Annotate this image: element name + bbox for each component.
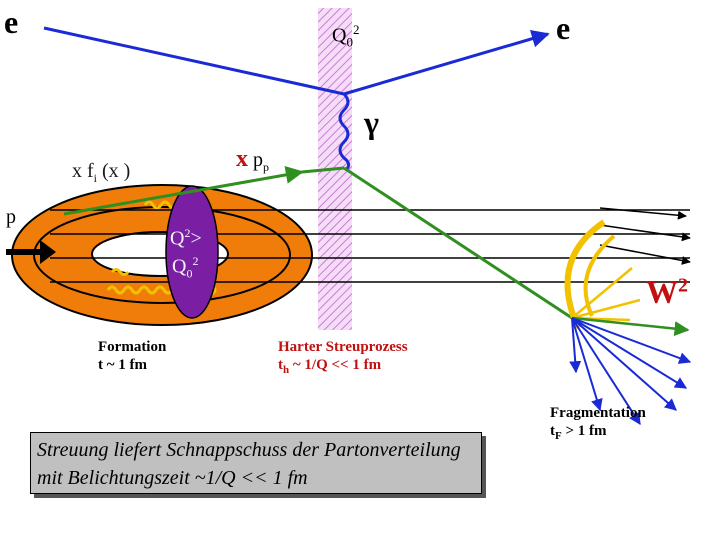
proton-label: p (6, 206, 16, 228)
jet-arrow-7 (571, 317, 677, 411)
electron-in-label: e (4, 4, 19, 40)
fragmentation-label: Fragmentation tF > 1 fm (550, 405, 646, 442)
jet-fan (569, 267, 692, 426)
remnant-arrow-3 (599, 244, 691, 265)
jet-arrow-1 (571, 267, 633, 319)
proton-direction-arrowhead (40, 240, 56, 264)
q0-2-inner-label: Q02 (172, 254, 199, 281)
interaction-blob (165, 185, 219, 319)
jet-arrow-2 (571, 298, 641, 320)
parton-photon-vertex (301, 166, 345, 174)
jet-arrow-6 (571, 317, 688, 389)
fragmentation-arc-1 (564, 219, 606, 330)
jet-arrow-8 (571, 317, 641, 426)
fragmentation-arc-2 (583, 234, 616, 317)
photon-label: γ (364, 104, 379, 140)
x-pp-label: x pp (236, 146, 269, 174)
gluon-curl-lower (106, 285, 182, 295)
caption-box: Streuung liefert Schnappschuss der Parto… (30, 432, 482, 494)
photon-line (338, 92, 351, 172)
incoming-electron-line (43, 26, 345, 96)
outgoing-electron-line (343, 29, 550, 96)
w2-label: W2 (646, 274, 688, 310)
remnant-arrow-2 (599, 224, 691, 242)
electron-out-label: e (556, 10, 571, 46)
q0-squared-label: Q02 (332, 22, 360, 50)
parton-line-out (343, 166, 573, 320)
jet-arrow-9 (571, 317, 603, 412)
gluon-curl-left (110, 268, 130, 276)
gluon-curl-upper (143, 200, 179, 210)
jet-arrow-10 (569, 317, 582, 374)
hard-scattering-label: Harter Streuprozess th ~ 1/Q << 1 fm (278, 339, 408, 376)
proton (11, 184, 313, 326)
formation-label: Formation t ~ 1 fm (98, 339, 167, 373)
jet-arrow-5 (571, 317, 692, 364)
x-fi-label: x fi (x ) (72, 160, 131, 185)
jet-arrow-4 (571, 316, 690, 337)
q2-gt-label: Q2> (170, 226, 202, 250)
parton-line-in (63, 165, 304, 216)
remnant-arrow-1 (599, 207, 687, 220)
